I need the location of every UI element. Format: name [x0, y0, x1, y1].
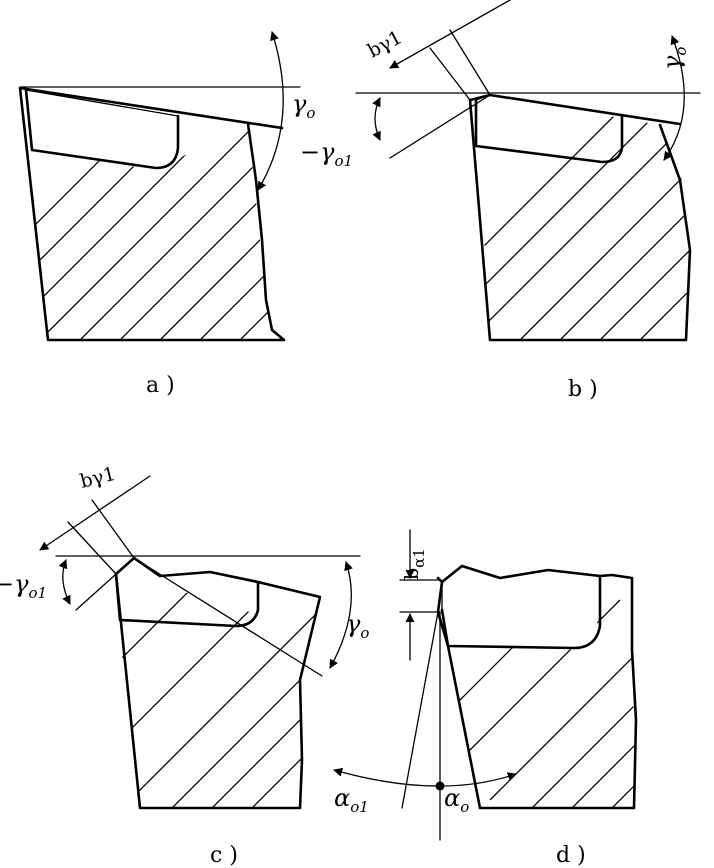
panel-d-clearance1-line	[401, 611, 439, 809]
panel-b-land-ext-1	[429, 47, 471, 101]
panel-d: bα1 αo1 αo d )	[333, 529, 638, 868]
panel-c-neg-symbol: −γo1	[0, 570, 47, 602]
panel-d-body-outline	[436, 564, 638, 810]
panel-d-clearance1-symbol: αo1	[334, 784, 369, 816]
panel-d-insert	[441, 565, 601, 649]
panel-c-land-label: bγ1	[78, 463, 118, 493]
panel-c-land-dim	[39, 475, 151, 551]
panel-c-neg-rake-line	[75, 557, 135, 611]
panel-b-hatching	[476, 109, 690, 340]
panel-d-clearance-symbol: αo	[444, 784, 469, 816]
panel-b: bγ1 −γo1 γo b )	[300, 0, 701, 402]
panel-c-insert-outline	[114, 572, 260, 628]
panel-b-land-label: bγ1	[364, 26, 406, 62]
panel-b-land-dim	[389, 0, 511, 69]
panel-c-hatching	[112, 570, 320, 808]
panel-a-rake-symbol: γo	[292, 90, 315, 122]
panel-c-rake-arc	[329, 561, 353, 669]
panel-b-caption: b )	[568, 377, 598, 402]
panel-d-caption: d )	[556, 843, 586, 868]
panel-b-land-ext-2	[449, 29, 491, 96]
panel-d-insert-outline	[440, 574, 602, 650]
panel-b-rake-arc	[663, 35, 685, 161]
panel-c-land-ext-2	[91, 499, 135, 559]
panel-b-insert-outline	[474, 98, 624, 164]
panel-a-caption: a )	[146, 373, 175, 398]
panel-a-insert-outline	[24, 88, 180, 170]
panel-b-neg-rake-line	[389, 94, 491, 159]
panel-c-neg-rake-arc	[58, 559, 71, 605]
panel-d-clearance-arc	[333, 767, 517, 787]
panel-c-caption: c )	[210, 843, 238, 868]
panel-b-neg-symbol: −γo1	[300, 138, 353, 170]
panel-d-vertex-dot	[435, 781, 445, 791]
panel-b-body-outline	[468, 93, 692, 342]
panel-c-rake-symbol: γo	[346, 610, 369, 642]
panel-a-body-outline	[18, 86, 286, 342]
panel-b-rake-symbol: γo	[658, 47, 690, 70]
panel-b-neg-rake-arc	[372, 97, 381, 141]
panel-c-rake-line	[133, 557, 323, 677]
panel-c-land-ext-1	[67, 521, 117, 575]
panel-d-land-label: bα1	[401, 548, 428, 580]
panel-a: γo a )	[18, 31, 315, 398]
panel-c: bγ1 −γo1 γo c )	[0, 463, 369, 868]
panel-a-hatching	[20, 119, 284, 340]
panel-a-rake-arc	[257, 31, 284, 191]
